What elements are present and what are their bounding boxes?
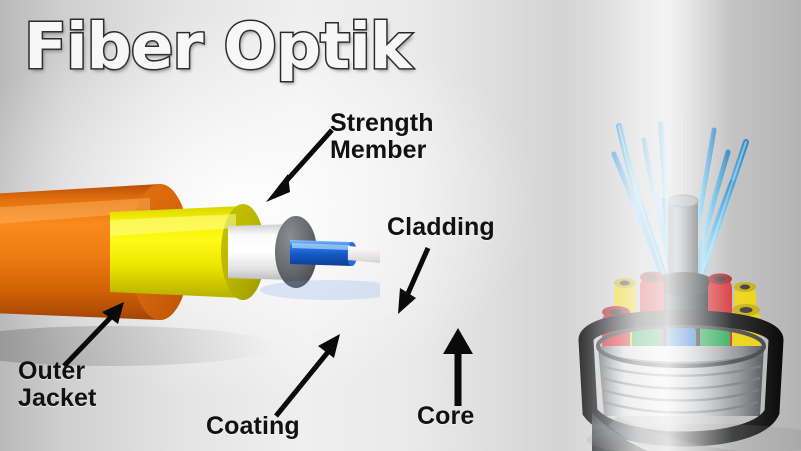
label-strength-member: Strength Member xyxy=(330,109,434,164)
page-title: Fiber Optik xyxy=(23,9,414,85)
label-coating: Coating xyxy=(206,412,300,440)
label-outer-jacket: Outer Jacket xyxy=(18,357,97,412)
core-arrow xyxy=(443,328,473,406)
label-cladding: Cladding xyxy=(387,213,495,241)
single-fiber-cutaway-illustration xyxy=(0,184,380,366)
label-core: Core xyxy=(417,402,475,430)
multi-fiber-armored-cable-illustration xyxy=(578,115,801,451)
cladding-arrow xyxy=(398,246,431,314)
